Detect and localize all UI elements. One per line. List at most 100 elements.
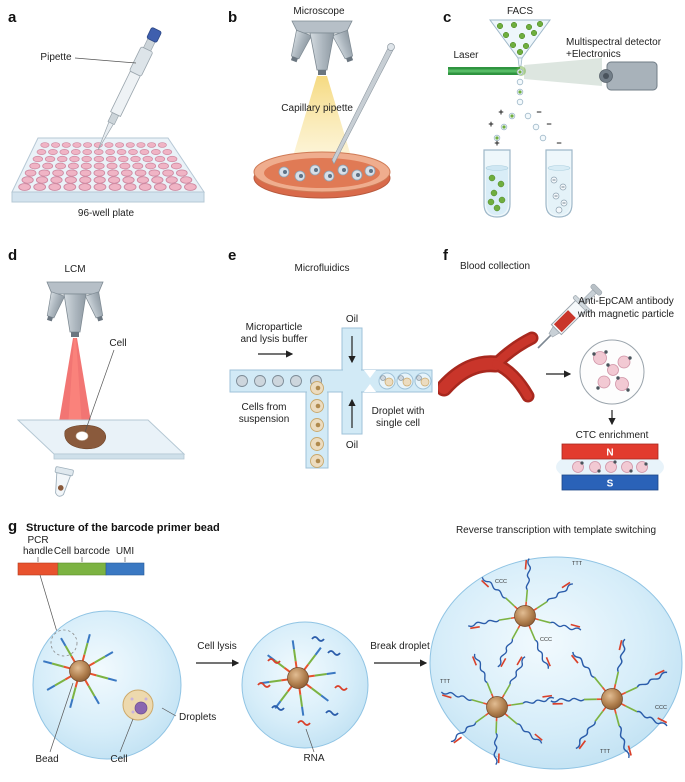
droplet-2: [241, 621, 369, 749]
charge-minus-sign: −: [536, 107, 541, 117]
pipette-illustration: [97, 27, 162, 151]
droplets-label: Droplets: [179, 712, 216, 723]
panel-e-illustration: e Microfluidics: [228, 247, 433, 469]
capillary-label: Capillary pipette: [281, 103, 353, 114]
rt-pool: TTT CCC TTT CCC TTT CCC: [420, 547, 685, 782]
96-well-plate: [11, 137, 205, 203]
microscope-label: Microscope: [293, 6, 345, 17]
reverse-transcription-title: Reverse transcription with template swit…: [456, 525, 656, 536]
tso-label: CCC: [495, 579, 507, 585]
tissue-slide: [16, 419, 186, 460]
pcr-handle-label-line1: PCR: [27, 535, 48, 546]
pipette-label: Pipette: [40, 52, 72, 63]
panel-f: f Blood collection: [435, 238, 685, 518]
microparticle-label-line2: and lysis buffer: [240, 334, 308, 345]
panel-b: b Microscope: [222, 0, 438, 243]
detector-label-line2: +Electronics: [566, 49, 621, 60]
rna-label: RNA: [303, 753, 324, 764]
rna-leader-line: [305, 728, 315, 753]
droplets-leader-line: [161, 707, 177, 717]
polyT-label: TTT: [440, 679, 451, 685]
nozzle-pinch-bottom: [364, 384, 376, 392]
droplet-1: [32, 610, 182, 760]
pipette-leader-line: [74, 57, 137, 64]
panel-letter-c: c: [443, 9, 451, 26]
primer-zoom-circle: [50, 629, 78, 657]
cell-barcode-segment: [57, 562, 107, 576]
break-droplet-label: Break droplet: [370, 641, 430, 652]
panel-g-illustration: g Structure of the barcode primer bead P…: [8, 518, 685, 782]
cell-leader-line: [84, 349, 115, 433]
light-cone: [291, 76, 353, 163]
polyT-label: TTT: [600, 749, 611, 755]
panel-b-illustration: b Microscope: [228, 6, 395, 199]
cell-label: Cell: [109, 338, 126, 349]
panel-d-illustration: d LCM Cell: [8, 247, 186, 497]
droplet-stream: [493, 68, 547, 142]
lcm-laser-beam: [58, 338, 92, 428]
magnetic-particles: [592, 350, 632, 392]
tube-minus-label: −: [556, 138, 561, 148]
microfluidic-chip: [229, 327, 433, 469]
detector-label-line1: Multispectral detector: [566, 37, 662, 48]
collection-tube-positive: [483, 149, 511, 218]
enriched-ctcs: [572, 461, 648, 473]
cell-nuclei: [283, 168, 373, 178]
petri-dish: [253, 151, 391, 199]
capillary-pipette-illustration: [331, 43, 395, 165]
charge-minus-sign: −: [546, 119, 551, 129]
cell-mixture-circle: [579, 339, 645, 405]
laser-beam: [448, 58, 602, 86]
droplet-label-line2: single cell: [376, 418, 420, 429]
antibody-label-line1: Anti-EpCAM antibody: [578, 296, 674, 307]
panel-g: g Structure of the barcode primer bead P…: [0, 513, 685, 782]
pcr-handle-segment: [17, 562, 59, 576]
bead-with-long-primers: [459, 547, 595, 685]
panel-c: c FACS Laser Multispectral detector +Ele…: [438, 0, 685, 243]
detector-device: [599, 61, 658, 91]
umi-segment: [105, 562, 145, 576]
structure-annotation-line: [39, 574, 58, 633]
microparticle-label-line1: Microparticle: [246, 322, 303, 333]
magnet-north: [561, 443, 659, 460]
structure-title: Structure of the barcode primer bead: [26, 522, 220, 534]
blood-vessel: [435, 331, 539, 403]
panel-letter-g: g: [8, 518, 17, 535]
panel-letter-d: d: [8, 247, 17, 264]
tso-label: CCC: [540, 637, 552, 643]
collection-microtube: [54, 466, 74, 497]
oil-bottom-label: Oil: [346, 440, 358, 451]
cell-leader-line: [119, 718, 134, 753]
facs-funnel: [489, 19, 551, 67]
cell-barcode-label: Cell barcode: [54, 546, 111, 557]
captured-cell-hole: [75, 431, 89, 441]
microscope-illustration: [290, 20, 354, 75]
bead-with-primers: [250, 630, 346, 726]
bead-with-primers: [43, 634, 116, 707]
nozzle-pinch-top: [364, 370, 376, 378]
magnet-south: [561, 474, 659, 491]
charge-plus-sign: +: [498, 107, 503, 117]
ctc-enrichment-label: CTC enrichment: [576, 430, 649, 441]
plate-label: 96-well plate: [78, 208, 135, 219]
bead-with-long-primers: [539, 629, 685, 774]
droplets-with-cells: [378, 372, 432, 390]
cell-label: Cell: [110, 754, 127, 765]
panel-a-illustration: a Pipette 96-well plate: [8, 9, 205, 219]
microparticle-beads: [236, 375, 322, 387]
tube-plus-label: +: [494, 138, 499, 148]
laser-label: Laser: [453, 50, 479, 61]
cells-label-line1: Cells from: [241, 402, 286, 413]
cells-in-funnel: [496, 20, 544, 56]
syringe: [537, 283, 603, 349]
primer-structure-bar: PCR handle Cell barcode UMI: [17, 535, 145, 576]
cells-label-line2: suspension: [239, 414, 290, 425]
antibody-label-line2: with magnetic particle: [577, 309, 675, 320]
panel-f-illustration: f Blood collection: [435, 247, 675, 491]
collection-tube-negative: [545, 149, 573, 218]
cells-in-inlet: [310, 381, 324, 468]
magnet-south-label: S: [607, 479, 614, 490]
panel-c-illustration: c FACS Laser Multispectral detector +Ele…: [443, 6, 662, 218]
magnet-enrichment: N S: [556, 443, 664, 491]
